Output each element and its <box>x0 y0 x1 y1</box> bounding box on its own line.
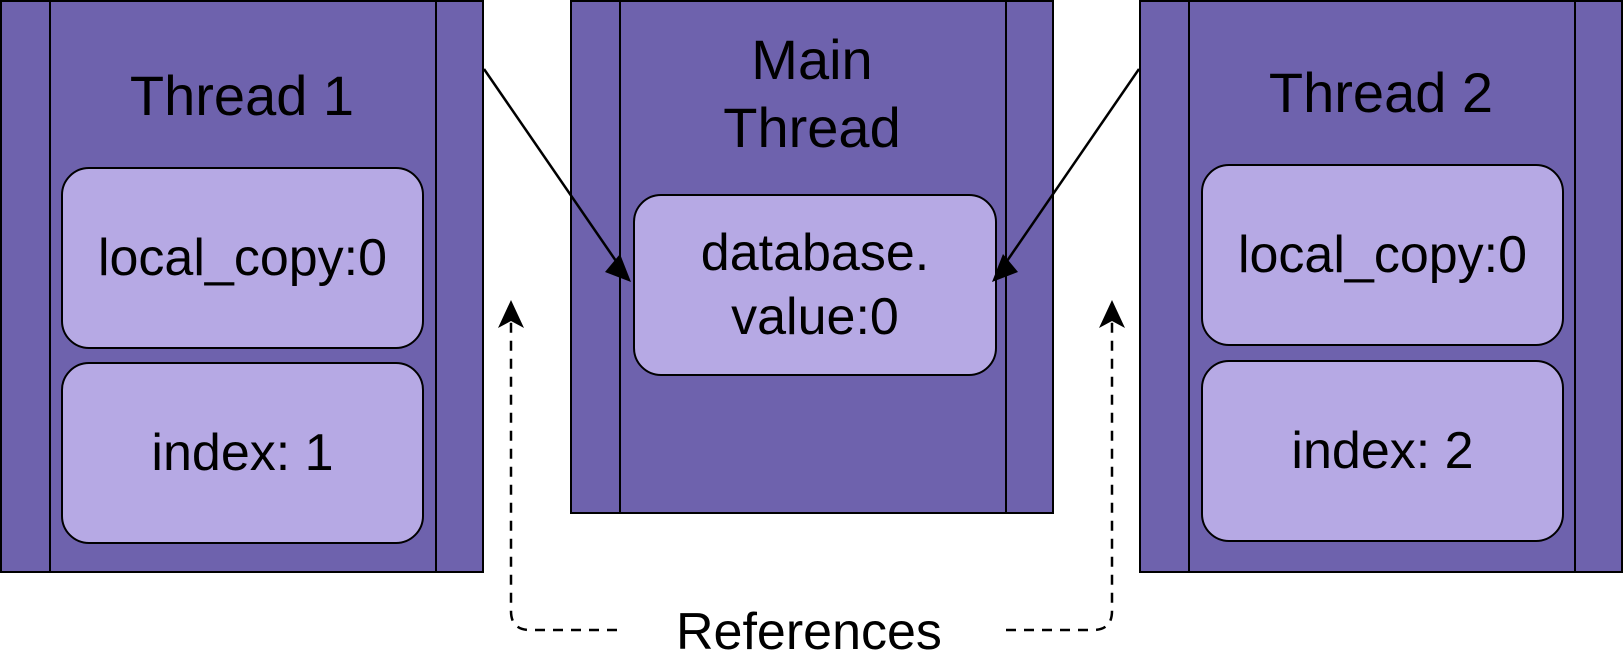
thread-2-left-rail <box>1188 2 1190 571</box>
main-thread-right-rail <box>1005 2 1007 512</box>
thread-2-local-copy: local_copy:0 <box>1201 164 1564 346</box>
references-left-dashed-arrow <box>498 300 617 632</box>
references-label: References <box>676 603 942 661</box>
thread-1-index: index: 1 <box>61 362 424 544</box>
thread-1-to-database-arrow <box>482 68 631 282</box>
main-thread-title: Main Thread <box>723 28 901 159</box>
main-thread-process: Main Thread database. value:0 <box>570 0 1054 514</box>
thread-2-index: index: 2 <box>1201 360 1564 542</box>
thread-2-right-rail <box>1574 2 1576 571</box>
thread-1-right-rail <box>435 2 437 571</box>
thread-2-process: Thread 2 local_copy:0 index: 2 <box>1139 0 1623 573</box>
thread-2-to-database-arrow <box>992 68 1141 282</box>
thread-1-process: Thread 1 local_copy:0 index: 1 <box>0 0 484 573</box>
references-right-dashed-arrow <box>1006 300 1125 632</box>
thread-2-title: Thread 2 <box>1268 61 1494 124</box>
database-value-box: database. value:0 <box>633 194 997 376</box>
thread-1-left-rail <box>49 2 51 571</box>
thread-1-local-copy: local_copy:0 <box>61 167 424 349</box>
thread-1-title: Thread 1 <box>129 64 355 127</box>
